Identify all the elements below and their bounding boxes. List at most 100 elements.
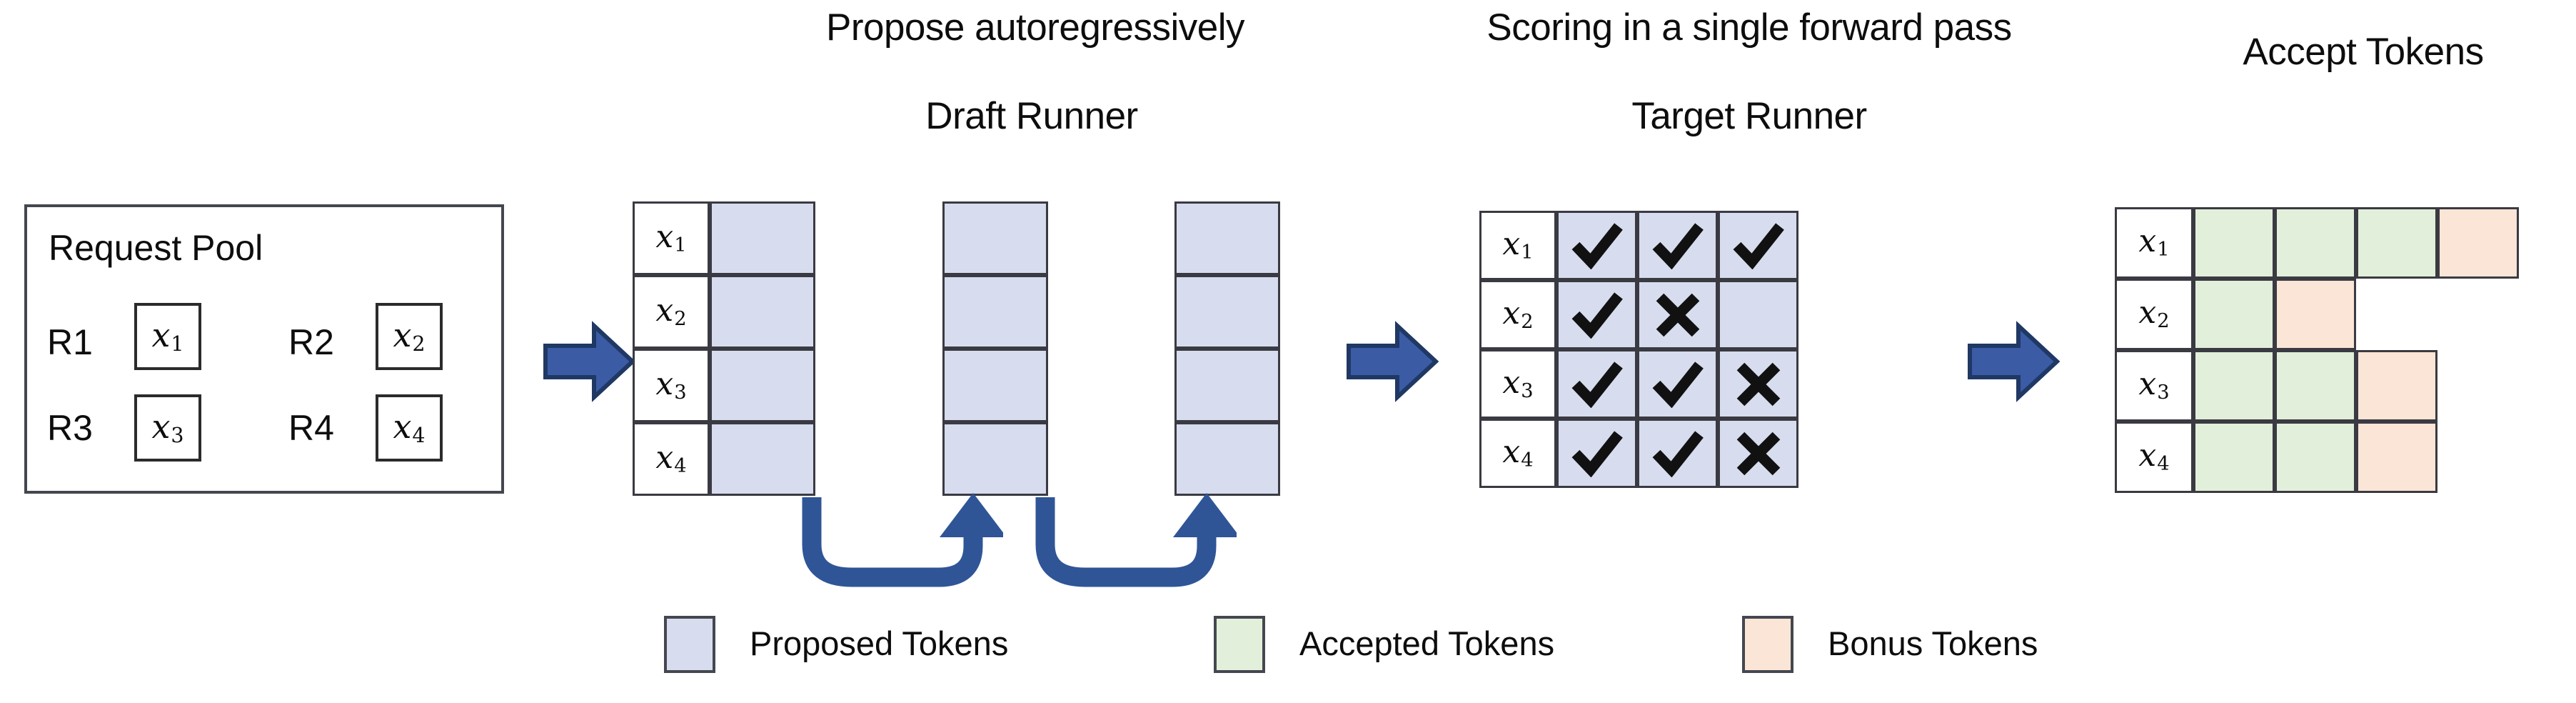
check-icon [1733,222,1784,269]
check-icon [1652,222,1704,269]
target-score-cell-r4-c3 [1718,419,1798,488]
accept-label-3-base: x [2138,366,2157,403]
target-label-2-sub: 2 [1521,310,1534,333]
draft-proposed-cell-s2-r2 [942,275,1048,349]
draft-label-4-sub: 4 [674,454,687,477]
target-label-1-base: x [1502,225,1521,262]
target-score-cell-r4-c2 [1637,419,1718,488]
draft-label-1-base: x [655,218,674,255]
accept-label-2-base: x [2138,294,2157,331]
accept-cell-r2-c2-bonus [2275,279,2356,350]
check-icon [1571,361,1623,408]
draft-label-2-sub: 2 [674,307,687,330]
accept-label-4-base: x [2138,437,2157,474]
legend-swatch-bonus [1742,616,1793,673]
heading-propose-autoregressively: Propose autoregressively [825,6,1245,49]
request-pool-title: Request Pool [49,228,263,268]
draft-proposed-cell-s3-r4 [1174,422,1280,496]
target-score-cell-r2-c3 [1718,280,1798,349]
request-token-box-r3: x3 [134,394,201,462]
request-label-r2: R2 [288,322,334,362]
draft-loop-arrow-2 [1030,493,1240,597]
target-label-3-base: x [1502,364,1521,401]
draft-label-1-sub: 1 [674,234,687,256]
legend-label-proposed: Proposed Tokens [750,624,1009,662]
draft-label-2-base: x [655,291,674,329]
accept-label-4-sub: 4 [2157,453,2170,476]
request-token-r4-sub: 4 [412,423,426,447]
target-score-cell-r1-c3 [1718,211,1798,280]
request-label-r3: R3 [47,408,93,448]
draft-label-3-base: x [655,365,674,402]
accept-cell-r1-c2 [2275,207,2356,279]
target-row-label-1: x1 [1479,211,1556,280]
target-row-label-2: x2 [1479,280,1556,349]
cross-icon [1736,432,1780,475]
target-score-cell-r1-c2 [1637,211,1718,280]
legend-label-accepted: Accepted Tokens [1299,624,1555,662]
legend-swatch-proposed [664,616,715,673]
draft-label-4-base: x [655,439,674,476]
target-label-3-sub: 3 [1521,379,1534,402]
accept-label-1-sub: 1 [2157,239,2170,261]
request-token-box-r4: x4 [376,394,443,462]
target-score-cell-r2-c1 [1556,280,1637,349]
request-label-r4: R4 [288,408,334,448]
draft-row-label-3: x3 [633,349,710,422]
target-score-cell-r3-c2 [1637,349,1718,419]
target-label-4-base: x [1502,433,1521,470]
accept-cell-r1-c3 [2356,207,2437,279]
accept-label-2-sub: 2 [2157,310,2170,333]
target-label-1-sub: 1 [1521,241,1534,264]
check-icon [1652,361,1704,408]
check-icon [1571,291,1623,339]
accept-cell-r3-c1 [2193,350,2275,422]
request-token-r2-sub: 2 [412,331,426,356]
check-icon [1571,222,1623,269]
cross-icon [1656,293,1699,336]
accept-cell-r4-c1 [2193,422,2275,493]
request-token-r2-base: x [393,315,412,354]
draft-row-label-4: x4 [633,422,710,496]
target-score-cell-r1-c1 [1556,211,1637,280]
request-token-r1-sub: 1 [171,331,184,356]
draft-row-label-1: x1 [633,201,710,275]
flow-arrow-2 [1346,320,1439,403]
check-icon [1571,430,1623,477]
draft-proposed-cell-s1-r1 [710,201,815,275]
draft-proposed-cell-s2-r4 [942,422,1048,496]
draft-label-3-sub: 3 [674,381,687,404]
accept-cell-r4-c2 [2275,422,2356,493]
accept-cell-r3-c2 [2275,350,2356,422]
target-row-label-4: x4 [1479,419,1556,488]
flow-arrow-3 [1967,320,2060,403]
accept-cell-r4-c3-bonus [2356,422,2437,493]
heading-scoring-single-forward-pass: Scoring in a single forward pass [1486,6,2012,49]
flow-arrow-1 [543,320,635,403]
accept-label-1-base: x [2138,223,2157,260]
target-label-4-sub: 4 [1521,449,1534,472]
draft-proposed-cell-s3-r2 [1174,275,1280,349]
cross-icon [1736,362,1780,406]
heading-target-runner: Target Runner [1631,95,1867,137]
target-label-2-base: x [1502,294,1521,331]
target-score-cell-r4-c1 [1556,419,1637,488]
heading-accept-tokens: Accept Tokens [2243,31,2484,73]
request-token-r3-sub: 3 [171,423,184,447]
legend-label-bonus: Bonus Tokens [1828,624,2038,662]
request-token-r4-base: x [393,407,412,446]
accept-row-label-4: x4 [2115,422,2193,493]
accept-cell-r1-c4-bonus [2437,207,2519,279]
draft-proposed-cell-s3-r1 [1174,201,1280,275]
legend-swatch-accepted [1214,616,1265,673]
target-score-cell-r3-c3 [1718,349,1798,419]
request-token-box-r1: x1 [134,303,201,370]
accept-row-label-1: x1 [2115,207,2193,279]
draft-proposed-cell-s1-r3 [710,349,815,422]
check-icon [1652,430,1704,477]
accept-row-label-2: x2 [2115,279,2193,350]
draft-proposed-cell-s2-r1 [942,201,1048,275]
target-score-cell-r3-c1 [1556,349,1637,419]
target-row-label-3: x3 [1479,349,1556,419]
